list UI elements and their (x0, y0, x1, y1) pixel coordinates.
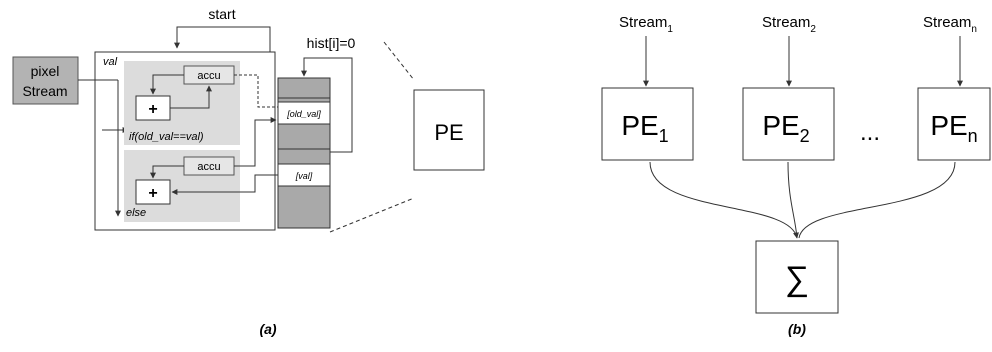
sum-symbol: ∑ (785, 260, 809, 298)
pe-1-to-sum (649, 161, 799, 239)
pe-n-to-sum (798, 161, 956, 239)
accu-top-label: accu (197, 70, 220, 82)
pe-1-label: PE1 (621, 110, 668, 146)
if-label: if(old_val==val) (129, 131, 204, 143)
accu-to-mem-dashed (234, 74, 278, 108)
pe-1-box (601, 87, 694, 161)
stream-2-label: Stream2 (762, 14, 816, 35)
zoom-line-top (383, 41, 415, 81)
pixel-stream-line1: pixel (31, 63, 60, 79)
accu-to-oldval-line (234, 117, 277, 167)
stream-n-label: Streamn (923, 14, 977, 35)
plus-bottom-box (135, 179, 171, 205)
caption-b: (b) (788, 321, 806, 337)
pe-2-box (742, 87, 835, 161)
val-cell-label: [val] (295, 171, 313, 181)
panel-b: Stream1 Stream2 Streamn PE1 PE2 ... PEn … (601, 14, 991, 337)
caption-a: (a) (259, 321, 276, 337)
start-feedback-line (174, 26, 271, 52)
plus-top-box (135, 95, 171, 121)
pe-2-to-sum (787, 161, 798, 239)
accu-bottom-label: accu (197, 161, 220, 173)
old-val-cell-label: [old_val] (286, 109, 321, 119)
zoom-line-bottom (329, 197, 415, 233)
else-label: else (126, 207, 146, 219)
pe-n-label: PEn (930, 110, 977, 146)
old-val-cell (277, 101, 331, 125)
pe-box (413, 89, 485, 171)
stream-1-label: Stream1 (619, 14, 673, 35)
histogram-memory (277, 77, 331, 229)
sum-box (755, 240, 839, 314)
val-label: val (103, 56, 118, 68)
panel-a: pixel Stream val accu + if(old_val==val)… (12, 6, 485, 337)
hist-label: hist[i]=0 (307, 35, 356, 51)
val-to-plus-line (171, 174, 278, 195)
pixel-stream-box (12, 56, 79, 105)
plus-top-label: + (148, 101, 157, 118)
plus-bottom-label: + (148, 185, 157, 202)
pixel-stream-line2: Stream (22, 83, 67, 99)
pe-2-label: PE2 (762, 110, 809, 146)
ellipsis: ... (860, 119, 880, 146)
hist-reset-line (301, 57, 353, 153)
pe-label: PE (434, 120, 463, 145)
start-label: start (208, 6, 235, 22)
pe-n-box (917, 87, 991, 161)
